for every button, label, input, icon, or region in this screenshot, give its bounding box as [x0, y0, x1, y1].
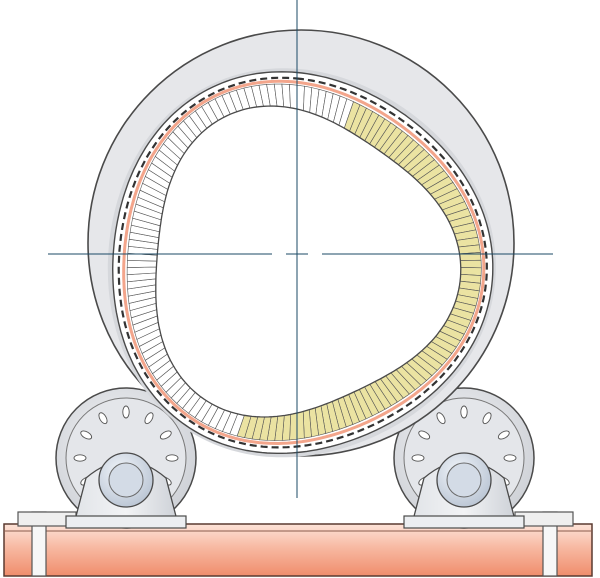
roller-bolt-hole [482, 412, 492, 425]
roller-bolt-hole [418, 430, 431, 440]
lining-brick [296, 411, 305, 440]
lining-brick [289, 84, 298, 110]
support-roller-left [55, 387, 197, 529]
roller-bolt-hole [460, 405, 468, 419]
lining-brick [460, 259, 482, 269]
roller-base-plate [65, 515, 187, 529]
roller-bolt-hole [503, 454, 517, 462]
base-beam [3, 523, 593, 577]
roller-bolt-hole [80, 430, 93, 440]
roller-bolt-hole [497, 430, 510, 440]
roller-base-plate [403, 515, 525, 529]
roller-hub [446, 462, 482, 498]
roller-bolt-hole [159, 430, 172, 440]
roller-bolt-hole [122, 405, 130, 419]
roller-bolt-hole [165, 454, 179, 462]
roller-bolt-hole [73, 454, 87, 462]
centerlines [48, 0, 553, 498]
refractory-lining [126, 83, 482, 441]
base-frame [3, 511, 593, 577]
roller-hub [108, 462, 144, 498]
roller-bolt-hole [144, 412, 154, 425]
support-rollers [55, 387, 535, 529]
roller-bolt-hole [98, 412, 108, 425]
support-roller-right [393, 387, 535, 529]
roller-bolt-hole [436, 412, 446, 425]
roller-bolt-hole [411, 454, 425, 462]
lining-brick [126, 260, 158, 268]
